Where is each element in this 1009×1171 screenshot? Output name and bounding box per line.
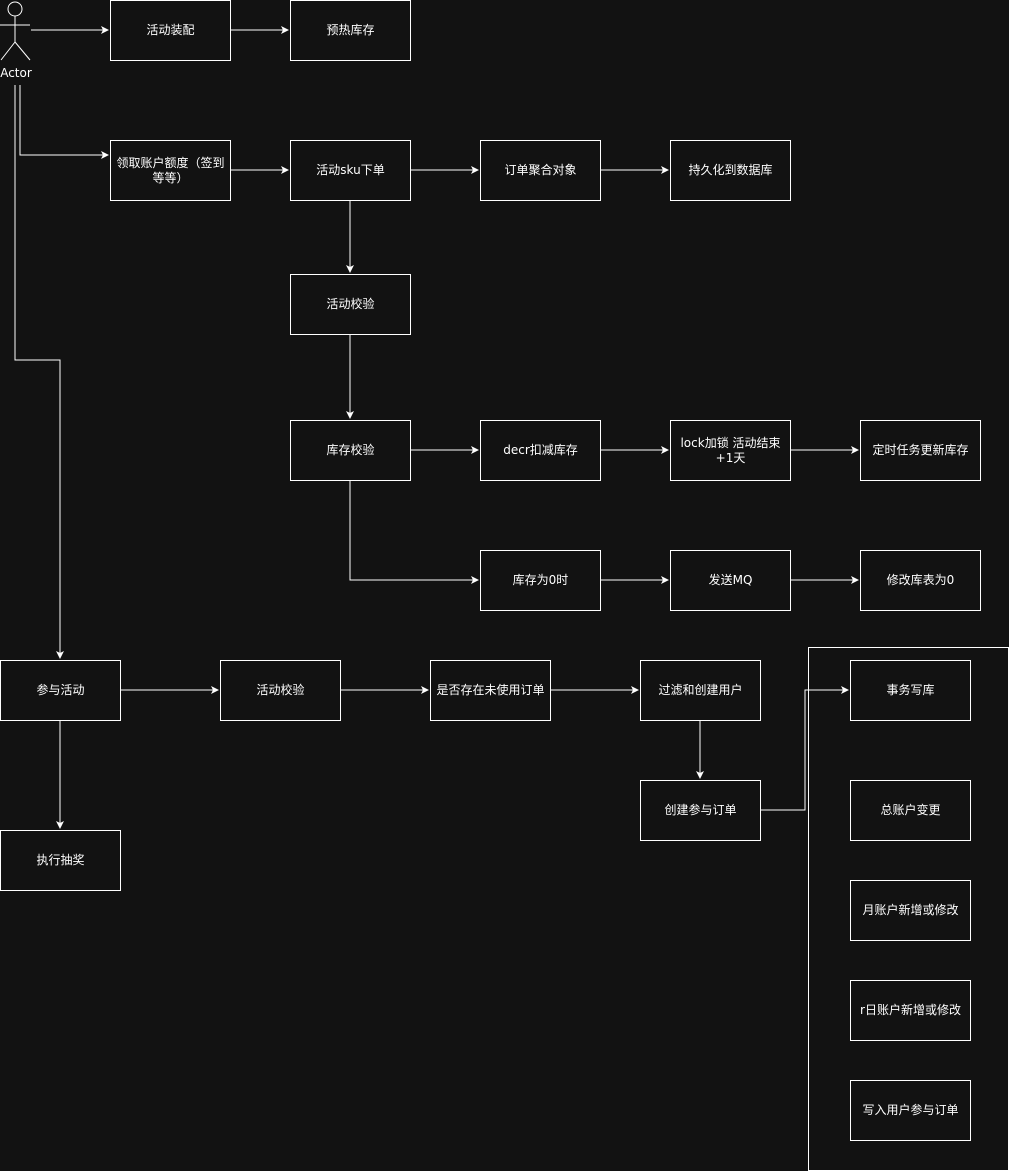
node-decr-inventory[interactable]: decr扣减库存 xyxy=(480,420,601,481)
node-claim-quota[interactable]: 领取账户额度（签到等等） xyxy=(110,140,231,201)
stick-figure-icon xyxy=(0,1,31,61)
node-filter-create-user[interactable]: 过滤和创建用户 xyxy=(640,660,761,721)
edge-create-to-tx xyxy=(761,686,849,811)
node-activity-check-1[interactable]: 活动校验 xyxy=(290,274,411,335)
node-scheduled-update[interactable]: 定时任务更新库存 xyxy=(860,420,981,481)
node-preheat-inventory[interactable]: 预热库存 xyxy=(290,0,411,61)
actor-label: Actor xyxy=(0,66,32,80)
node-day-account[interactable]: r日账户新增或修改 xyxy=(850,980,971,1041)
node-activity-check-2[interactable]: 活动校验 xyxy=(220,660,341,721)
node-create-join-order[interactable]: 创建参与订单 xyxy=(640,780,761,841)
node-inventory-zero[interactable]: 库存为0时 xyxy=(480,550,601,611)
edge-actor-to-join xyxy=(14,85,64,659)
node-month-account[interactable]: 月账户新增或修改 xyxy=(850,880,971,941)
node-write-user-order[interactable]: 写入用户参与订单 xyxy=(850,1080,971,1141)
edge-inventory-to-zero xyxy=(349,481,479,584)
node-send-mq[interactable]: 发送MQ xyxy=(670,550,791,611)
node-order-aggregate[interactable]: 订单聚合对象 xyxy=(480,140,601,201)
node-tx-write[interactable]: 事务写库 xyxy=(850,660,971,721)
node-unused-order-exists[interactable]: 是否存在未使用订单 xyxy=(430,660,551,721)
node-lock-plus-one[interactable]: lock加锁 活动结束+1天 xyxy=(670,420,791,481)
node-inventory-check[interactable]: 库存校验 xyxy=(290,420,411,481)
node-activity-assembly[interactable]: 活动装配 xyxy=(110,0,231,61)
node-execute-lottery[interactable]: 执行抽奖 xyxy=(0,830,121,891)
node-sku-order[interactable]: 活动sku下单 xyxy=(290,140,411,201)
node-join-activity[interactable]: 参与活动 xyxy=(0,660,121,721)
node-persist-db[interactable]: 持久化到数据库 xyxy=(670,140,791,201)
node-update-table-zero[interactable]: 修改库表为0 xyxy=(860,550,981,611)
edge-actor-to-quota xyxy=(19,85,109,159)
node-total-account-change[interactable]: 总账户变更 xyxy=(850,780,971,841)
